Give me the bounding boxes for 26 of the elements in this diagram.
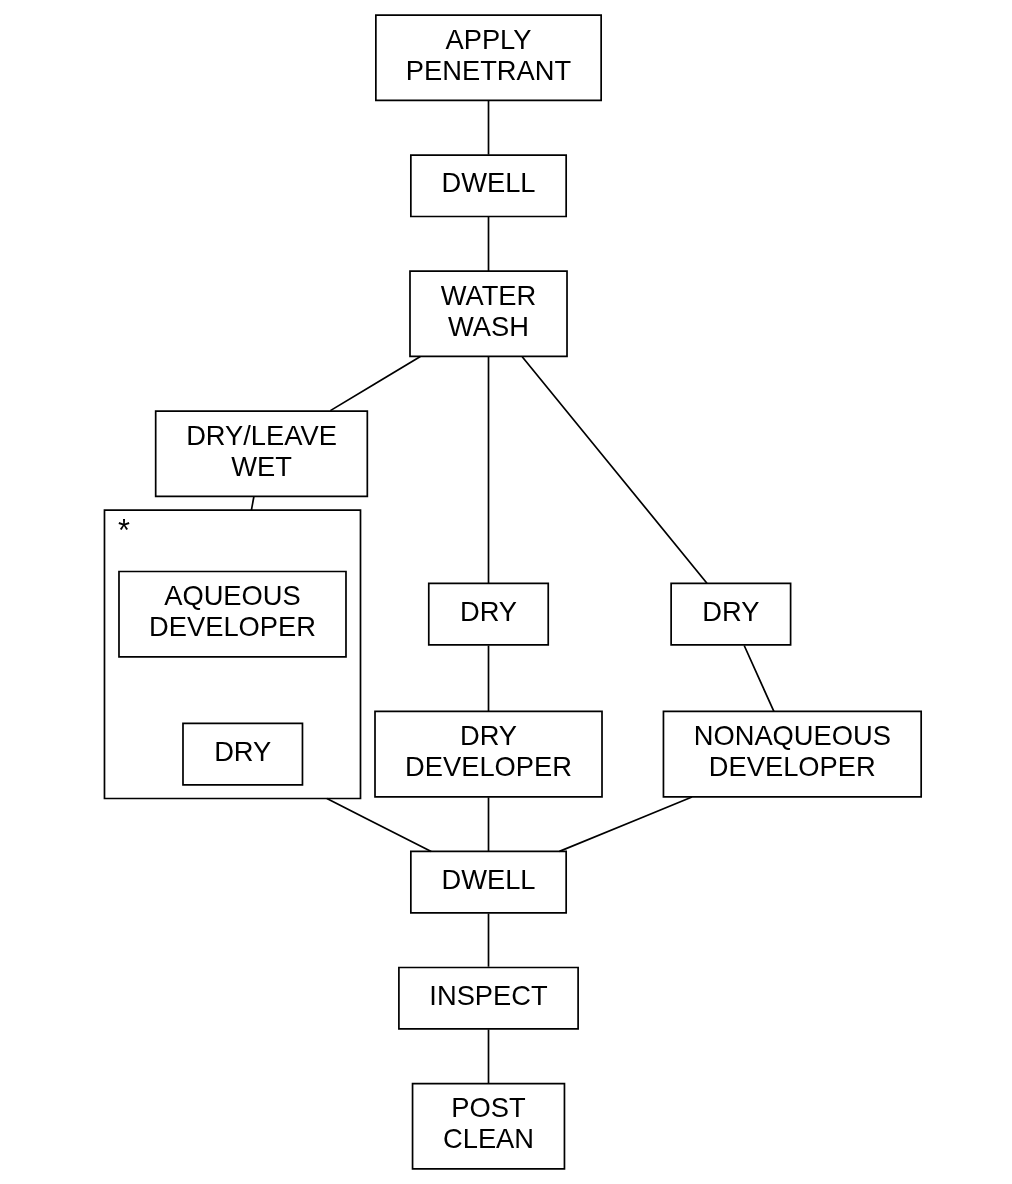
connector (558, 796, 693, 853)
connector (487, 1028, 490, 1085)
node-box: DRY (670, 582, 792, 646)
connector (487, 216, 490, 272)
node-box: APPLY PENETRANT (375, 14, 602, 102)
node-box: DRY DEVELOPER (374, 710, 603, 798)
connector (326, 797, 433, 853)
node-box: DRY (427, 582, 550, 646)
node-box: DRY/LEAVE WET (154, 410, 369, 498)
connector (487, 644, 490, 713)
node-box: POST CLEAN (411, 1082, 566, 1170)
node-box: DRY (182, 722, 304, 786)
connector (487, 100, 490, 156)
node-box: NONAQUEOUS DEVELOPER (662, 710, 923, 798)
node-box: DWELL (410, 850, 567, 914)
connector (487, 912, 490, 968)
connector (250, 495, 255, 511)
connector (743, 644, 775, 713)
node-box: INSPECT (398, 966, 579, 1030)
node-box: WATER WASH (409, 270, 568, 358)
connector (521, 355, 708, 585)
connector (329, 355, 422, 412)
node-box: DWELL (410, 154, 567, 218)
node-box: AQUEOUS DEVELOPER (118, 570, 347, 658)
connector (487, 355, 490, 585)
connector (487, 796, 490, 852)
